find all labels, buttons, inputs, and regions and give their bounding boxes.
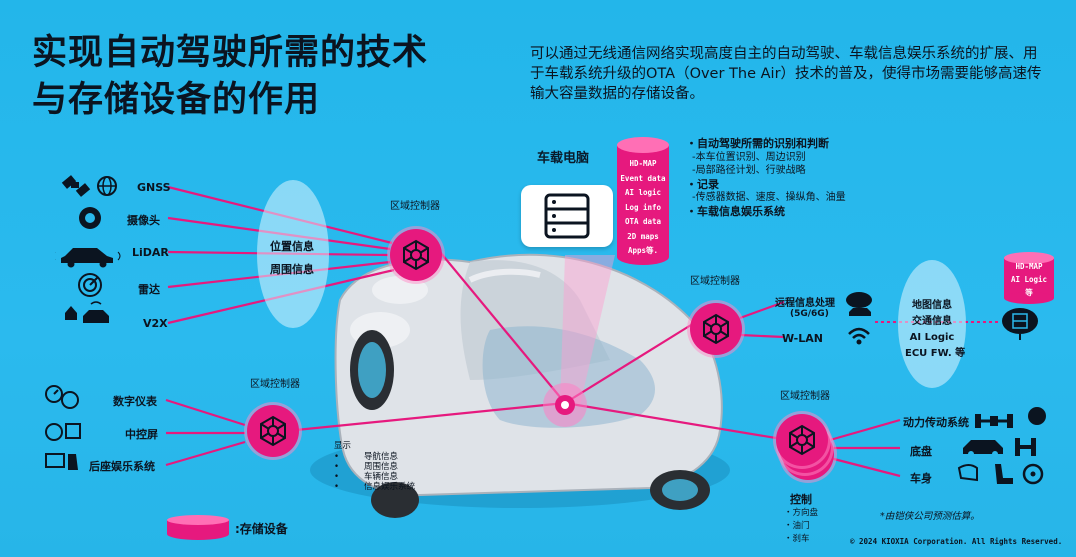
v2x-icon <box>65 301 109 323</box>
function-detail: -局部路径计划、行驶战略 <box>692 165 806 176</box>
camera-icon <box>79 207 101 229</box>
estimate-note: *由铠侠公司预测估算。 <box>880 511 980 522</box>
cloud-storage-item: 等 <box>1025 288 1033 297</box>
drivetrain-icon <box>975 414 1013 428</box>
display-item: 车辆信息 <box>364 472 399 482</box>
chassis-frame-icon <box>1015 438 1036 456</box>
storage-cylinder-main: HD-MAP Event data AI logic Log info OTA … <box>615 137 671 267</box>
digital-cluster-label: 数字仪表 <box>113 395 157 408</box>
function-heading: ・记录 <box>686 177 719 191</box>
storage-item: Log info <box>624 202 662 212</box>
sensor-lidar-label: LiDAR <box>132 246 169 259</box>
comm-icons <box>846 292 872 345</box>
globe-icon <box>97 176 117 196</box>
function-detail: -传感器数据、速度、操纵角、油量 <box>692 192 846 203</box>
cloud-info-ellipse <box>898 260 966 388</box>
wlan-label: W-LAN <box>782 332 823 345</box>
car-computer-functions: ・自动驾驶所需的识别和判断 -本车位置识别、周边识别 -局部路径计划、行驶战略 … <box>686 137 846 218</box>
cloud-car-icon <box>846 292 872 316</box>
car-illustration <box>310 253 730 518</box>
cloud-info-list: 地图信息 交通信息 AI Logic ECU FW. 等 <box>905 298 966 362</box>
storage-item: OTA data <box>624 217 662 226</box>
cloud-info-item: 交通信息 <box>912 316 952 327</box>
storage-item: 2D maps <box>627 231 659 241</box>
storage-item: Apps等. <box>627 246 659 255</box>
display-items: •导航信息 •周围信息 •车辆信息 •信息娱乐系统 <box>334 452 416 492</box>
function-detail: -本车位置识别、周边识别 <box>692 151 806 163</box>
position-info-label: 位置信息 <box>270 240 314 253</box>
zone-controller-sensors <box>390 229 442 281</box>
chassis-label: 底盘 <box>910 445 932 458</box>
title-line-2: 与存储设备的作用 <box>32 80 321 120</box>
steering-screen-icon <box>45 423 81 441</box>
storage-item: HD-MAP <box>629 159 657 168</box>
gauge-icon <box>45 385 79 409</box>
cloud-info-item: ECU FW. 等 <box>905 348 966 359</box>
center-display-label: 中控屏 <box>125 428 158 441</box>
sensor-gnss-label: GNSS <box>137 181 171 194</box>
radar-icon <box>78 273 102 297</box>
powertrain-label: 动力传动系统 <box>903 416 969 429</box>
surrounding-info-label: 周围信息 <box>270 263 314 276</box>
cloud-info-item: AI Logic <box>909 332 955 343</box>
zone-controller-comm <box>690 303 742 355</box>
sensor-camera-label: 摄像头 <box>127 214 160 227</box>
zone-controller-label: 区域控制器 <box>690 276 740 287</box>
storage-legend-icon <box>165 514 231 542</box>
rear-entertainment-label: 后座娱乐系统 <box>89 460 155 473</box>
storage-item: Event data <box>620 173 666 183</box>
mirror-icon <box>957 464 978 482</box>
storage-legend-label: :存储设备 <box>235 522 288 536</box>
sensor-icons <box>55 175 121 323</box>
car-computer-label: 车载电脑 <box>537 151 590 166</box>
page-title: 实现自动驾驶所需的技术 与存储设备的作用 <box>32 30 428 124</box>
zone-controller-label: 区域控制器 <box>390 201 440 212</box>
copyright: © 2024 KIOXIA Corporation. All Rights Re… <box>850 537 1063 546</box>
title-line-1: 实现自动驾驶所需的技术 <box>32 33 429 73</box>
rear-seat-screen-icon <box>45 453 78 470</box>
storage-items-list: HD-MAP Event data AI logic Log info OTA … <box>615 157 671 259</box>
server-icon <box>521 185 613 247</box>
engine-icon <box>1028 407 1046 425</box>
cloud-storage-cylinder: HD-MAP AI Logic 等 <box>1002 252 1056 304</box>
display-item: 导航信息 <box>364 452 399 462</box>
function-heading: ・车载信息娱乐系统 <box>686 204 785 218</box>
zone-controller-cockpit <box>247 405 299 457</box>
sensor-v2x-label: V2X <box>143 317 168 330</box>
seat-icon <box>995 464 1013 484</box>
car-lift-icon <box>963 440 1003 457</box>
lidar-car-icon <box>55 248 121 268</box>
display-item: 信息娱乐系统 <box>364 482 416 492</box>
telematics-sub-label: (5G/6G) <box>790 309 829 319</box>
body-label: 车身 <box>910 472 932 485</box>
function-heading: ・自动驾驶所需的识别和判断 <box>686 137 829 150</box>
control-item: ・方向盘 <box>784 508 819 518</box>
cockpit-icons <box>45 385 81 470</box>
control-items: ・方向盘 ・油门 ・刹车 <box>784 507 818 546</box>
zone-controller-powertrain <box>776 414 836 480</box>
display-item: 周围信息 <box>364 462 399 472</box>
cloud-storage-item: AI Logic <box>1010 275 1048 284</box>
wifi-icon <box>848 327 870 345</box>
cloud-info-item: 地图信息 <box>912 300 952 311</box>
satellite-icon <box>61 175 91 197</box>
cloud-server-icon <box>1002 308 1038 340</box>
telematics-label: 远程信息处理 <box>775 298 835 309</box>
storage-item: AI logic <box>624 188 662 197</box>
steering-wheel-icon <box>1022 463 1044 485</box>
zone-controller-label: 区域控制器 <box>780 391 830 402</box>
control-item: ・油门 <box>784 521 810 531</box>
powertrain-icons <box>957 407 1046 485</box>
cloud-storage-item: HD-MAP <box>1015 262 1043 271</box>
sensor-radar-label: 雷达 <box>138 283 160 296</box>
display-heading: 显示 <box>334 441 352 451</box>
sensor-info-ellipse <box>257 180 329 328</box>
control-heading: 控制 <box>790 493 812 506</box>
control-item: ・刹车 <box>784 534 810 544</box>
zone-controller-label: 区域控制器 <box>250 379 300 390</box>
intro-text: 可以通过无线通信网络实现高度自主的自动驾驶、车载信息娱乐系统的扩展、用于车载系统… <box>530 46 1042 102</box>
